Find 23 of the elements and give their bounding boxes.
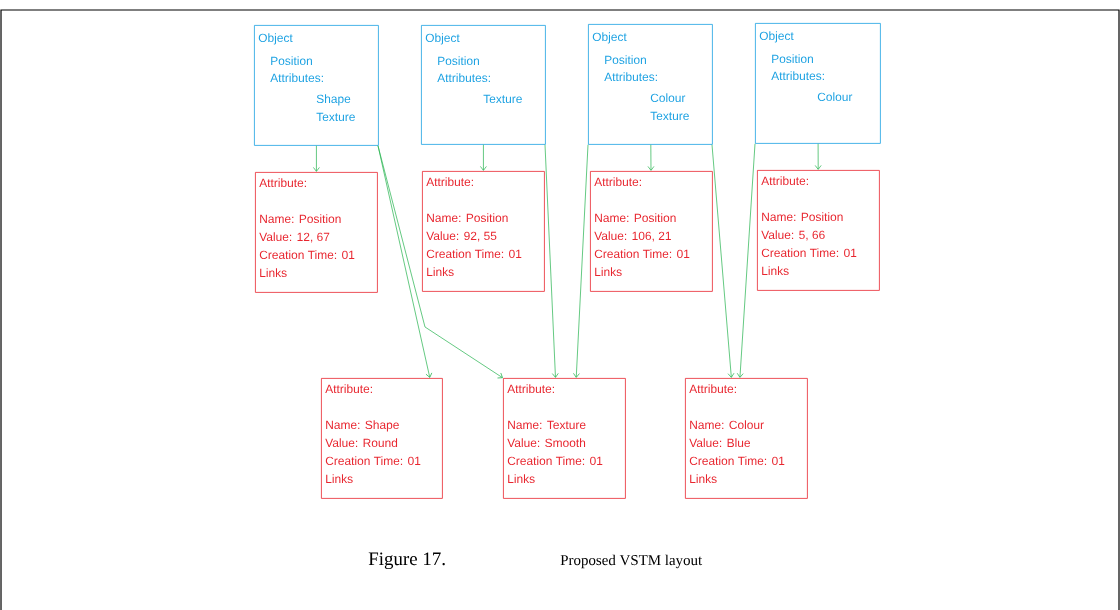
arrow [377,145,433,378]
arrow [313,145,320,172]
attribute-box: Attribute: Name: Position Value: 12, 67 Creation Time: 01 Links [255,172,378,293]
arrow [647,144,655,171]
arrow [814,143,822,170]
attribute-box: Attribute: Name: Texture Value: Smooth Creation Time: 01 Links [503,378,626,499]
attribute-box: Attribute: Name: Position Value: 106, 21 Creation Time: 01 Links [590,171,713,292]
object-box: Object Position Attributes: Shape Texture [254,25,379,146]
arrow [544,144,559,378]
object-box: Object Position Attributes: Colour Texture [588,24,713,145]
figure-caption: Figure 17. [368,552,445,570]
object-box: Object Position Attributes: Colour [755,23,881,144]
arrow [480,144,487,171]
attribute-box: Attribute: Name: Colour Value: Blue Creation Time: 01 Links [685,378,808,499]
attribute-box: Attribute: Name: Position Value: 92, 55 Creation Time: 01 Links [422,171,545,292]
attribute-box: Attribute: Name: Shape Value: Round Creation Time: 01 Links [321,378,443,499]
arrow [711,144,735,378]
arrow [573,144,589,378]
caption-text: Proposed VSTM layout [560,554,703,569]
attribute-box: Attribute: Name: Position Value: 5, 66 Creation Time: 01 Links [757,170,880,291]
arrow [736,143,756,378]
object-box: Object Position Attributes: Texture [421,25,546,145]
arrow [377,145,503,379]
